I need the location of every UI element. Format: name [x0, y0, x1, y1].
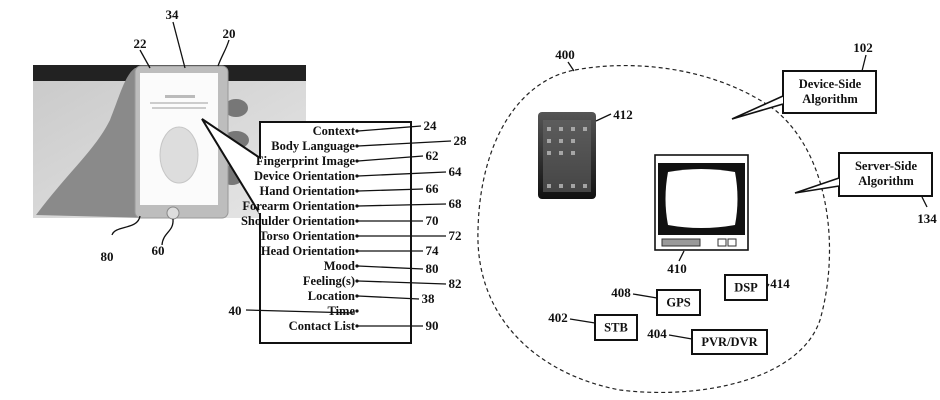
bullet-dot — [355, 129, 359, 133]
home-button-icon — [166, 206, 180, 220]
attribute-label: Context — [313, 124, 356, 138]
leader-line — [357, 155, 424, 162]
attribute-label: Feeling(s) — [303, 274, 355, 288]
bullet-dot — [355, 279, 359, 283]
ref-64: 64 — [449, 164, 463, 179]
bullet-dot — [355, 264, 359, 268]
bullet-dot — [355, 234, 359, 238]
leader-line — [357, 280, 447, 285]
box-label: STB — [604, 321, 628, 335]
device-side-label: Device-Side — [799, 77, 862, 91]
leader-line — [357, 125, 422, 132]
attribute-label: Body Language — [271, 139, 355, 153]
leader-line — [357, 265, 424, 270]
ref-402: 402 — [548, 310, 568, 325]
attribute-label: Torso Orientation — [259, 229, 355, 243]
attribute-callout — [201, 118, 412, 344]
box-label: DSP — [734, 281, 758, 295]
ref-412: 412 — [613, 107, 633, 122]
box-pvr-dvr: PVR/DVR 404 — [647, 326, 768, 355]
ref-20: 20 — [223, 26, 236, 41]
server-side-label-2: Algorithm — [858, 174, 914, 188]
device-side-label-2: Algorithm — [802, 92, 858, 106]
bullet-dot — [355, 204, 359, 208]
ref-28: 28 — [454, 133, 468, 148]
bullet-dot — [355, 189, 359, 193]
bullet-dot — [355, 294, 359, 298]
bullet-dot — [355, 249, 359, 253]
attribute-label: Mood — [324, 259, 355, 273]
attribute-label: Time — [327, 304, 355, 318]
attribute-label: Forearm Orientation — [242, 199, 355, 213]
box-label: PVR/DVR — [701, 335, 758, 349]
bullet-dot — [355, 309, 359, 313]
attribute-label: Device Orientation — [254, 169, 355, 183]
box-gps: GPS 408 — [611, 285, 701, 316]
device-side-algorithm-callout: Device-Side Algorithm 102 — [731, 40, 877, 120]
ref-414: 414 — [770, 276, 790, 291]
leader-line — [357, 188, 424, 192]
leader-line — [245, 309, 356, 314]
ref-60: 60 — [152, 243, 165, 258]
ref-38: 38 — [422, 291, 436, 306]
ref-80-edge: 80 — [101, 249, 114, 264]
ref-72: 72 — [449, 228, 462, 243]
attribute-label: Contact List — [289, 319, 356, 333]
ref-410: 410 — [667, 261, 687, 276]
leader-line — [357, 140, 452, 147]
attribute-label: Location — [308, 289, 355, 303]
box-dsp: DSP 414 — [724, 274, 790, 301]
leader-line — [357, 295, 420, 300]
bullet-dot — [355, 324, 359, 328]
hand-shape — [36, 68, 150, 218]
fingerprint-icon — [159, 126, 199, 184]
ref-66: 66 — [426, 181, 440, 196]
box-stb: STB 402 — [548, 310, 638, 341]
ref-404: 404 — [647, 326, 667, 341]
bullet-dot — [355, 219, 359, 223]
ref-34: 34 — [166, 7, 180, 22]
environment-boundary — [477, 64, 831, 393]
ref-40: 40 — [229, 303, 242, 318]
ref-90: 90 — [426, 318, 439, 333]
ref-70: 70 — [426, 213, 439, 228]
bullet-dot — [355, 144, 359, 148]
attribute-label: Head Orientation — [261, 244, 355, 258]
attribute-label: Fingerprint Image — [256, 154, 355, 168]
ref-68: 68 — [449, 196, 463, 211]
leader-line — [357, 171, 447, 177]
ref-24: 24 — [424, 118, 438, 133]
ref-74: 74 — [426, 243, 440, 258]
ref-22: 22 — [134, 36, 147, 51]
attribute-label: Hand Orientation — [260, 184, 356, 198]
attribute-label: Shoulder Orientation — [241, 214, 355, 228]
ref-400: 400 — [555, 47, 575, 62]
tablet-icon — [538, 112, 612, 199]
bullet-dot — [355, 159, 359, 163]
leader-line — [357, 203, 447, 207]
television-icon — [654, 154, 749, 262]
server-side-label: Server-Side — [855, 159, 917, 173]
ref-102: 102 — [853, 40, 873, 55]
ref-408: 408 — [611, 285, 631, 300]
ref-82: 82 — [449, 276, 462, 291]
ref-80: 80 — [426, 261, 439, 276]
box-label: GPS — [666, 296, 690, 310]
server-side-algorithm-callout: Server-Side Algorithm 134 — [794, 152, 937, 226]
ref-62: 62 — [426, 148, 439, 163]
bullet-dot — [355, 174, 359, 178]
ref-134: 134 — [917, 211, 937, 226]
